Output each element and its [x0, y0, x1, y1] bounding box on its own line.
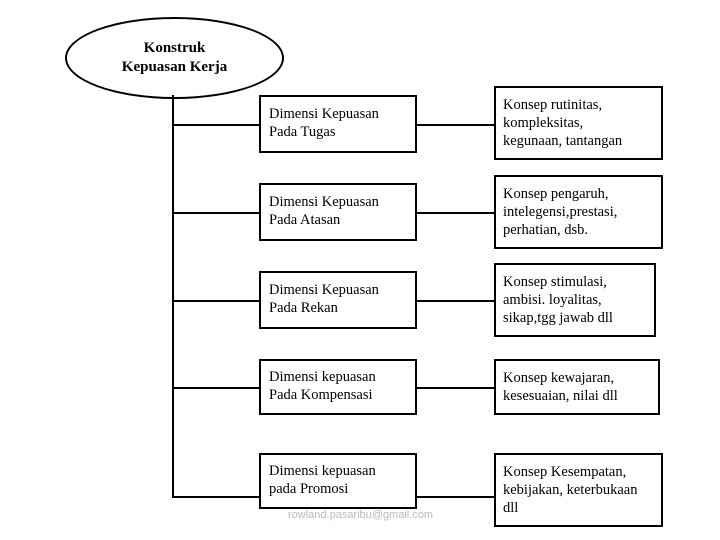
dimension-box-tugas-line-2: Pada Tugas: [269, 124, 336, 140]
concept-box-pengaruh-line-3: perhatian, dsb.: [503, 222, 588, 239]
branch-line-5: [172, 496, 259, 498]
connector-line-5: [417, 496, 495, 498]
dimension-box-tugas-line-1: Dimensi Kepuasan: [269, 106, 379, 123]
dimension-box-promosi: Dimensi kepuasan pada Promosi: [259, 453, 417, 509]
branch-line-1: [172, 124, 259, 126]
concept-box-pengaruh-line-2: intelegensi,prestasi,: [503, 203, 618, 220]
trunk-vertical-line: [172, 95, 174, 498]
dimension-box-rekan-line-1: Dimensi Kepuasan: [269, 282, 379, 299]
concept-box-rutinitas-line-1: Konsep rutinitas,: [503, 96, 603, 113]
dimension-box-kompensasi-line-1: Dimensi kepuasan: [269, 369, 376, 386]
connector-line-3: [417, 300, 495, 302]
dimension-box-rekan: Dimensi Kepuasan Pada Rekan: [259, 271, 417, 329]
concept-box-kesempatan-line-3: dll: [503, 500, 519, 517]
root-node-konstruk-kepuasan-kerja: Konstruk Kepuasan Kerja: [65, 17, 284, 99]
concept-box-stimulasi-line-1: Konsep stimulasi,: [503, 273, 607, 290]
concept-box-kewajaran: Konsep kewajaran, kesesuaian, nilai dll: [494, 359, 660, 415]
concept-box-kewajaran-line-1: Konsep kewajaran,: [503, 369, 615, 386]
concept-box-pengaruh: Konsep pengaruh, intelegensi,prestasi, p…: [494, 175, 663, 249]
connector-line-2: [417, 212, 495, 214]
connector-line-1: [417, 124, 495, 126]
concept-box-pengaruh-line-1: Konsep pengaruh,: [503, 185, 609, 202]
concept-box-kewajaran-line-2: kesesuaian, nilai dll: [503, 388, 618, 404]
concept-box-stimulasi-line-2: ambisi. loyalitas,: [503, 291, 602, 308]
concept-box-stimulasi-line-3: sikap,tgg jawab dll: [503, 310, 613, 327]
dimension-box-atasan: Dimensi Kepuasan Pada Atasan: [259, 183, 417, 241]
dimension-box-promosi-line-1: Dimensi kepuasan: [269, 463, 376, 480]
concept-box-rutinitas-line-3: kegunaan, tantangan: [503, 133, 623, 150]
dimension-box-atasan-line-1: Dimensi Kepuasan: [269, 194, 379, 211]
dimension-box-promosi-line-2: pada Promosi: [269, 481, 349, 497]
root-node-line-2: Kepuasan Kerja: [121, 59, 228, 75]
dimension-box-rekan-line-2: Pada Rekan: [269, 300, 338, 316]
concept-box-kesempatan-line-2: kebijakan, keterbukaan: [503, 481, 638, 498]
watermark-email: rowland.pasaribu@gmail.com: [288, 509, 434, 521]
branch-line-3: [172, 300, 259, 302]
branch-line-2: [172, 212, 259, 214]
concept-box-stimulasi: Konsep stimulasi, ambisi. loyalitas, sik…: [494, 263, 656, 337]
root-node-line-1: Konstruk: [143, 40, 206, 57]
concept-box-rutinitas-line-2: kompleksitas,: [503, 114, 584, 131]
dimension-box-kompensasi-line-2: Pada Kompensasi: [269, 387, 373, 403]
dimension-box-kompensasi: Dimensi kepuasan Pada Kompensasi: [259, 359, 417, 415]
dimension-box-tugas: Dimensi Kepuasan Pada Tugas: [259, 95, 417, 153]
concept-box-rutinitas: Konsep rutinitas, kompleksitas, kegunaan…: [494, 86, 663, 160]
branch-line-4: [172, 387, 259, 389]
dimension-box-atasan-line-2: Pada Atasan: [269, 212, 341, 228]
connector-line-4: [417, 387, 495, 389]
concept-box-kesempatan: Konsep Kesempatan, kebijakan, keterbukaa…: [494, 453, 663, 527]
concept-box-kesempatan-line-1: Konsep Kesempatan,: [503, 463, 627, 480]
